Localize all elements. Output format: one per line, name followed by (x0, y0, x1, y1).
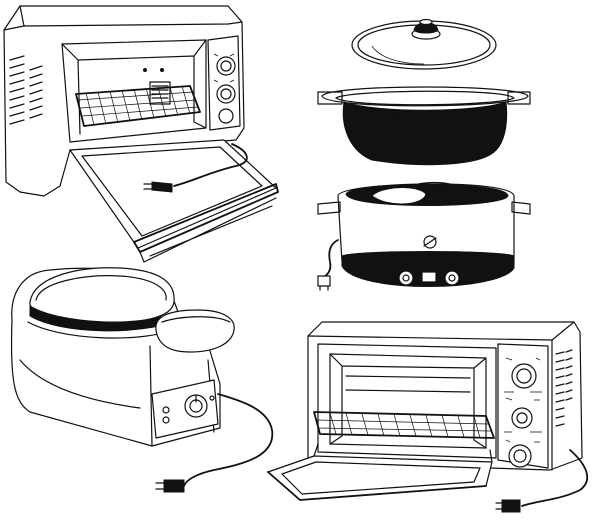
power-cord-plug (155, 393, 274, 493)
control-panel (207, 35, 241, 131)
stoneware-crock (317, 86, 531, 166)
open-door[interactable] (267, 443, 493, 501)
wire-rack (313, 411, 495, 439)
timer-knob[interactable] (218, 108, 234, 124)
control-panel (151, 379, 219, 439)
control-panel (497, 343, 549, 469)
function-knob[interactable] (511, 407, 533, 429)
function-knob[interactable] (216, 84, 236, 104)
countertop-toaster-oven (267, 321, 589, 513)
browning-knob[interactable] (184, 394, 208, 418)
wire-rack (75, 85, 201, 127)
heating-base (317, 181, 531, 287)
power-cord-plug (143, 143, 248, 193)
temperature-knob[interactable] (511, 363, 537, 389)
control-dial-right[interactable] (444, 270, 460, 286)
power-cord-plug (495, 449, 589, 513)
side-vents (9, 55, 43, 125)
lid-knob[interactable] (411, 18, 441, 40)
slow-cooker (317, 18, 531, 291)
convection-fan-icon (149, 81, 171, 105)
side-vents (555, 349, 573, 427)
logo-emblem (423, 235, 437, 249)
glass-lid (351, 18, 497, 70)
convection-toaster-oven (3, 5, 279, 263)
flip-waffle-maker (10, 267, 274, 493)
control-dial-left[interactable] (398, 270, 414, 286)
flip-handle[interactable] (155, 309, 235, 353)
power-cord-plug (317, 239, 339, 291)
open-door[interactable] (69, 139, 279, 263)
temperature-knob[interactable] (216, 56, 236, 76)
timer-knob[interactable] (508, 444, 532, 468)
